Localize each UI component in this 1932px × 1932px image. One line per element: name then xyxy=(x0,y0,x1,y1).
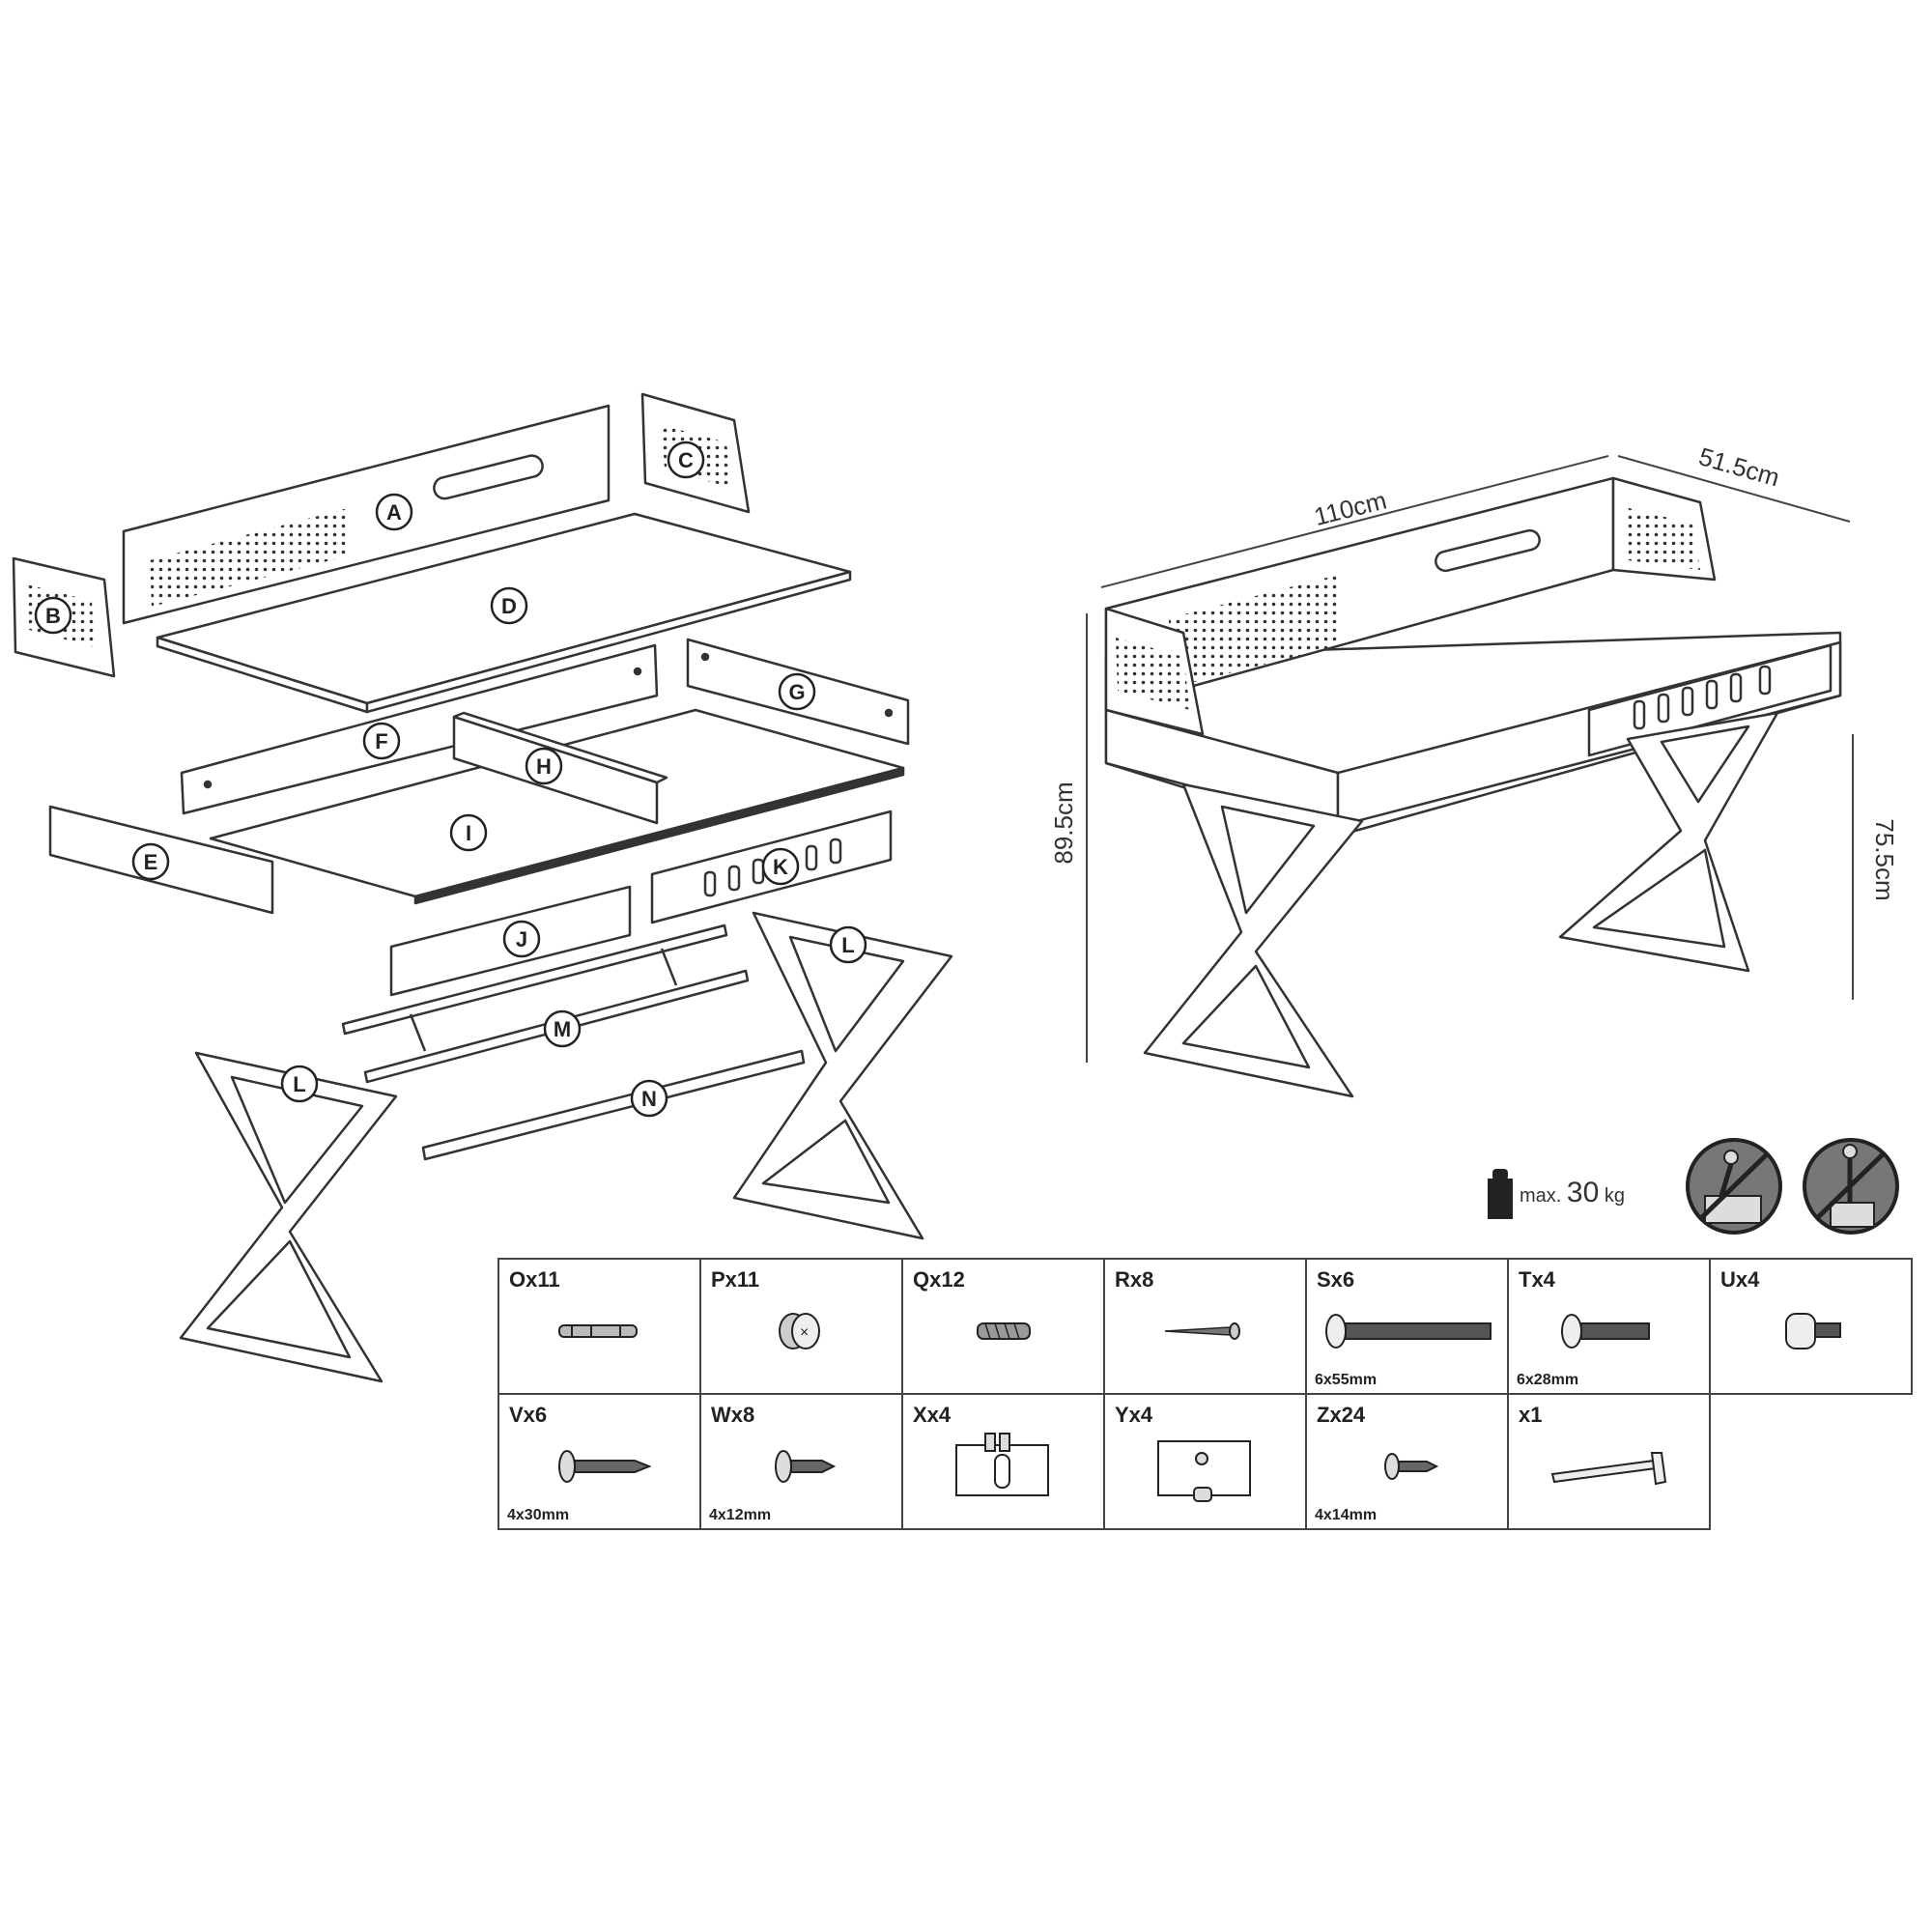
svg-text:L: L xyxy=(293,1072,305,1096)
svg-text:E: E xyxy=(144,850,158,874)
hardware-code: Rx8 xyxy=(1115,1267,1154,1292)
hardware-table: Ox11 Px11 × Qx12 Rx8 xyxy=(497,1258,1913,1530)
hardware-code: Yx4 xyxy=(1115,1403,1153,1427)
label-a: A xyxy=(375,493,413,531)
hardware-code: Xx4 xyxy=(913,1403,952,1427)
hardware-code: Sx6 xyxy=(1317,1267,1355,1292)
svg-text:J: J xyxy=(516,927,527,952)
part-n-rail xyxy=(421,1049,806,1161)
hardware-size: 4x14mm xyxy=(1315,1507,1378,1523)
label-b: B xyxy=(34,596,72,635)
label-h: H xyxy=(525,747,563,785)
caster-wheel-icon xyxy=(1157,1440,1251,1502)
label-n: N xyxy=(630,1079,668,1118)
max-load-value: 30 xyxy=(1566,1177,1600,1208)
svg-text:H: H xyxy=(536,754,552,779)
hardware-row-2: Vx6 4x30mm Wx8 4x12mm Xx4 xyxy=(497,1393,1912,1530)
hardware-cell-u: Ux4 xyxy=(1709,1258,1913,1395)
hardware-code: Px11 xyxy=(711,1267,760,1292)
dimension-height-desk: 75.5cm xyxy=(1870,818,1899,900)
cam-bolt-icon xyxy=(558,1324,638,1338)
hardware-size: 6x28mm xyxy=(1517,1372,1579,1388)
max-load-label: max. 30 kg xyxy=(1520,1177,1625,1209)
part-f-rail xyxy=(180,643,659,815)
hardware-cell-v: Vx6 4x30mm xyxy=(497,1393,701,1530)
label-c: C xyxy=(667,440,705,479)
svg-text:I: I xyxy=(466,821,471,845)
label-i: I xyxy=(449,813,488,852)
svg-text:C: C xyxy=(678,448,694,472)
label-g: G xyxy=(778,672,816,711)
svg-text:D: D xyxy=(501,594,517,618)
hardware-code: Ux4 xyxy=(1720,1267,1760,1292)
part-labels: A B C D E F G H I J K L L M N xyxy=(34,440,867,1118)
label-j: J xyxy=(502,920,541,958)
hardware-code: Qx12 xyxy=(913,1267,965,1292)
hardware-code: Tx4 xyxy=(1519,1267,1555,1292)
hardware-size: 4x30mm xyxy=(507,1507,570,1523)
hardware-cell-x: Xx4 xyxy=(901,1393,1105,1530)
hardware-cell-t: Tx4 6x28mm xyxy=(1507,1258,1711,1395)
hardware-cell-key: x1 xyxy=(1507,1393,1711,1530)
no-climbing-icon xyxy=(1686,1138,1782,1235)
label-f: F xyxy=(362,722,401,760)
svg-text:G: G xyxy=(788,680,805,704)
svg-text:×: × xyxy=(800,1324,809,1341)
part-l-leg-right xyxy=(732,911,953,1240)
label-k: K xyxy=(761,847,800,886)
hardware-code: Vx6 xyxy=(509,1403,548,1427)
wood-screw-small-icon xyxy=(1384,1453,1439,1480)
svg-text:A: A xyxy=(386,500,402,525)
label-m: M xyxy=(543,1009,582,1048)
hardware-cell-w: Wx8 4x12mm xyxy=(699,1393,903,1530)
hardware-cell-q: Qx12 xyxy=(901,1258,1105,1395)
drawer-runner-bracket-icon xyxy=(955,1433,1049,1496)
small-screw-icon xyxy=(1164,1322,1240,1340)
hardware-cell-p: Px11 × xyxy=(699,1258,903,1395)
weight-icon xyxy=(1488,1169,1513,1219)
short-bolt-icon xyxy=(1561,1314,1650,1349)
wood-screw-short-icon xyxy=(775,1450,837,1483)
hardware-size: 6x55mm xyxy=(1315,1372,1378,1388)
svg-text:N: N xyxy=(641,1087,657,1111)
label-l-right: L xyxy=(829,925,867,964)
label-d: D xyxy=(490,586,528,625)
dimension-height-total: 89.5cm xyxy=(1049,781,1078,864)
max-load-prefix: max. xyxy=(1520,1185,1562,1207)
hardware-row-1: Ox11 Px11 × Qx12 Rx8 xyxy=(497,1258,1913,1395)
svg-text:B: B xyxy=(45,604,61,628)
wood-screw-icon xyxy=(558,1450,652,1483)
hardware-cell-s: Sx6 6x55mm xyxy=(1305,1258,1509,1395)
no-standing-icon xyxy=(1803,1138,1899,1235)
hardware-cell-empty xyxy=(1710,1394,1912,1529)
assembled-desk xyxy=(1104,476,1842,1098)
leveler-foot-icon xyxy=(1785,1313,1841,1350)
svg-text:F: F xyxy=(375,729,387,753)
max-load-unit: kg xyxy=(1604,1185,1625,1207)
part-l-leg-left xyxy=(179,1051,398,1383)
hardware-code: Ox11 xyxy=(509,1267,560,1292)
dimension-depth: 51.5cm xyxy=(1695,441,1782,492)
label-l-left: L xyxy=(280,1065,319,1103)
label-e: E xyxy=(131,842,170,881)
hardware-cell-z: Zx24 4x14mm xyxy=(1305,1393,1509,1530)
svg-text:K: K xyxy=(773,855,788,879)
part-a-back-panel xyxy=(122,404,611,625)
hardware-cell-y: Yx4 xyxy=(1103,1393,1307,1530)
long-bolt-icon xyxy=(1325,1314,1492,1349)
dimension-width: 110cm xyxy=(1311,486,1389,532)
hardware-code: Zx24 xyxy=(1317,1403,1366,1427)
allen-key-icon xyxy=(1550,1452,1667,1486)
hardware-size: 4x12mm xyxy=(709,1507,772,1523)
hardware-cell-r: Rx8 xyxy=(1103,1258,1307,1395)
cam-lock-icon: × xyxy=(779,1313,820,1350)
svg-text:M: M xyxy=(554,1017,571,1041)
hardware-code: x1 xyxy=(1519,1403,1543,1427)
hardware-cell-o: Ox11 xyxy=(497,1258,701,1395)
wood-dowel-icon xyxy=(977,1322,1031,1340)
svg-text:L: L xyxy=(841,933,854,957)
hardware-code: Wx8 xyxy=(711,1403,755,1427)
dimension-lines xyxy=(1086,455,1854,1063)
